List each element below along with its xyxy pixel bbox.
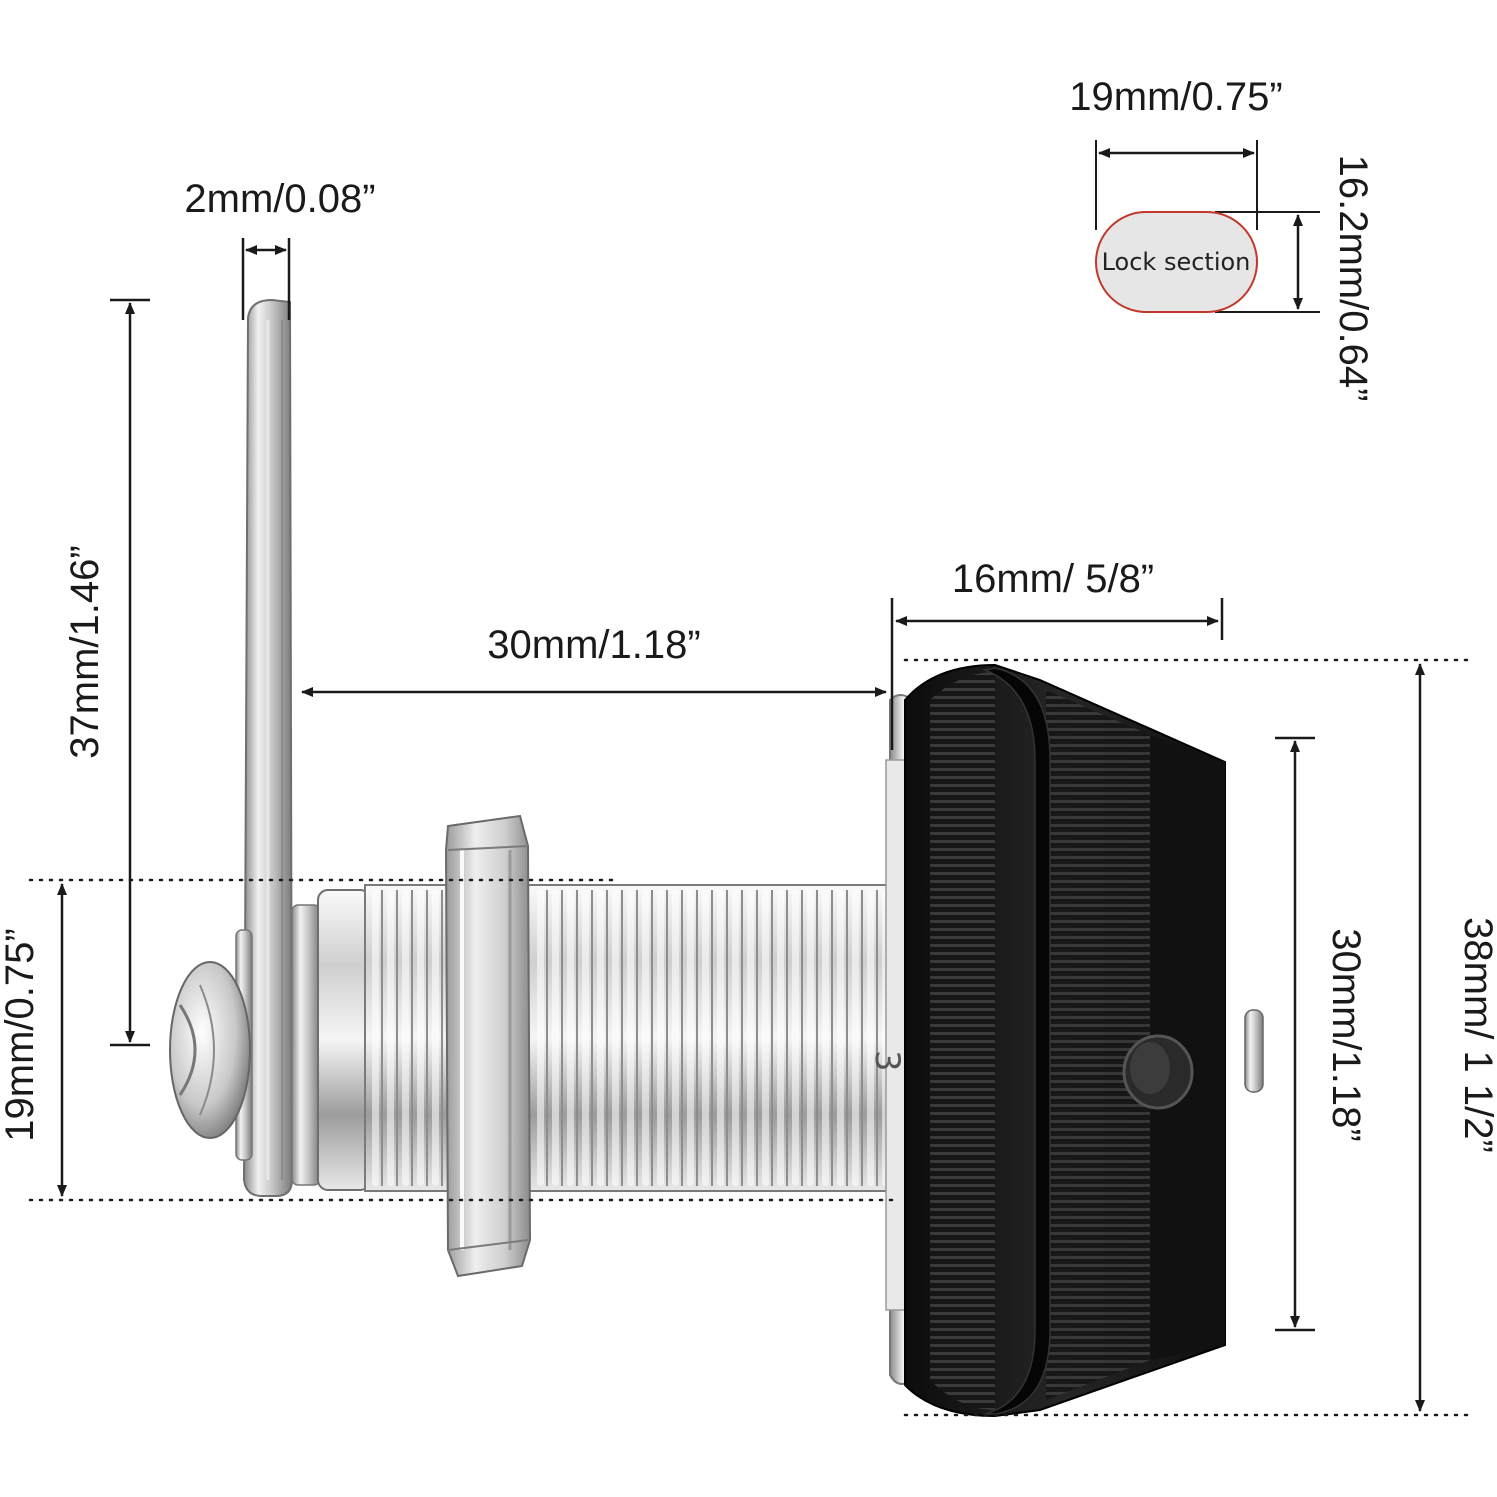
- thread-ridge: [417, 890, 424, 1186]
- washer-stack: [235, 904, 321, 1186]
- lock-section-shape: [1095, 211, 1258, 313]
- o-ring: [982, 667, 1051, 1415]
- thread-ridge: [597, 890, 604, 1186]
- shaft-length-label: 30mm/1.18”: [487, 623, 700, 667]
- side-pin: [1244, 1009, 1264, 1093]
- section-height-label: 16.2mm/0.64”: [1331, 155, 1375, 402]
- thread-ridge: [372, 890, 379, 1186]
- thread-ridge: [747, 890, 754, 1186]
- thread-ridge: [672, 890, 679, 1186]
- thread-ridge: [582, 890, 589, 1186]
- thread-ridge: [792, 890, 799, 1186]
- thread-ridge: [537, 890, 544, 1186]
- rear-collar: [317, 889, 371, 1191]
- thread-ridge: [777, 890, 784, 1186]
- thread-ridge: [627, 890, 634, 1186]
- thread-ridge: [552, 890, 559, 1186]
- thread-ridge: [822, 890, 829, 1186]
- head-inner-diameter-label: 30mm/1.18”: [1324, 928, 1368, 1141]
- thread-ridge: [642, 890, 649, 1186]
- thread-ridge: [402, 890, 409, 1186]
- thread-ridge: [657, 890, 664, 1186]
- cam-thickness-label: 2mm/0.08”: [184, 177, 375, 221]
- dimension-lines: [28, 238, 1472, 1417]
- head-depth-label: 16mm/ 5/8”: [952, 557, 1154, 601]
- shaft-diameter-label: 19mm/0.75”: [0, 928, 42, 1141]
- cam-plate: [242, 298, 294, 1197]
- head-outer-diameter-label: 38mm/ 1 1/2”: [1456, 917, 1497, 1153]
- black-knob: [904, 663, 1264, 1418]
- thread-ridge: [807, 890, 814, 1186]
- thread-ridge: [762, 890, 769, 1186]
- section-width-label: 19mm/0.75”: [1069, 75, 1282, 119]
- thread-ridge: [432, 890, 439, 1186]
- thread-ridge: [612, 890, 619, 1186]
- thread-ridge: [837, 890, 844, 1186]
- thread-ridge: [717, 890, 724, 1186]
- thread-ridge: [702, 890, 709, 1186]
- thread-ridge: [567, 890, 574, 1186]
- hex-nut: [444, 814, 532, 1278]
- cam-length-label: 37mm/1.46”: [63, 545, 107, 758]
- thread-ridge: [852, 890, 859, 1186]
- thread-ridge: [732, 890, 739, 1186]
- screw-head: [169, 961, 251, 1139]
- lock-body: 3: [169, 298, 1264, 1418]
- thread-ridge: [387, 890, 394, 1186]
- lock-section-label: Lock section: [1102, 248, 1251, 276]
- engraved-digit: 3: [867, 1050, 907, 1072]
- thread-ridge: [867, 890, 874, 1186]
- thread-ridge: [687, 890, 694, 1186]
- lock-section-inset: Lock section: [1095, 140, 1320, 313]
